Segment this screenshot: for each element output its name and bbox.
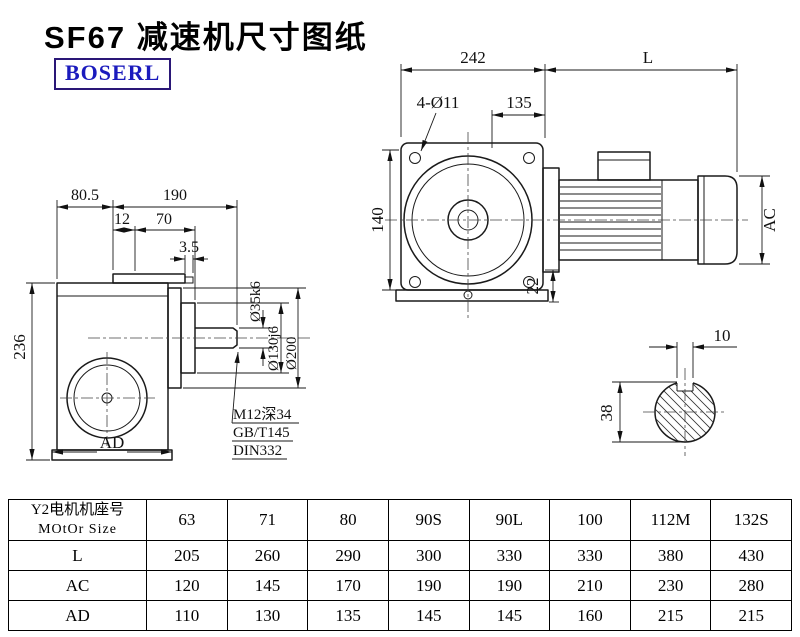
dim-140-label: 140 [368, 207, 387, 233]
value-cell: 380 [629, 540, 712, 571]
motor-size-cell: 112M [629, 499, 712, 541]
dim-22-label: 22 [523, 278, 542, 295]
motor-size-cell: 100 [549, 499, 631, 541]
value-cell: 330 [549, 540, 631, 571]
dim-AD-label: AD [100, 433, 125, 452]
value-cell: 205 [146, 540, 228, 571]
dim-3-5-label: 3.5 [179, 239, 199, 256]
value-cell: 260 [226, 540, 309, 571]
row-label-L: L [8, 540, 147, 571]
boserl-logo-text: BOSERL [65, 60, 161, 85]
value-cell: 160 [549, 600, 631, 631]
dim-242-label: 242 [460, 48, 486, 67]
table-row-L: L 205 260 290 300 330 330 380 430 [8, 540, 792, 571]
table-header-motor-size: Y2电机机座号 MOtOr Size [8, 499, 147, 541]
dim-236-label: 236 [10, 334, 29, 360]
dim-10-label: 10 [714, 326, 731, 345]
value-cell: 190 [387, 570, 470, 601]
motor-size-cell: 63 [146, 499, 228, 541]
page-title: SF67 减速机尺寸图纸 [44, 20, 368, 55]
dim-190-label: 190 [163, 187, 187, 204]
dim-12-label: 12 [114, 211, 130, 228]
dim-38-label: 38 [597, 405, 616, 422]
value-cell: 145 [226, 570, 309, 601]
dim-L-label: L [643, 48, 653, 67]
value-cell: 280 [710, 570, 792, 601]
value-cell: 215 [710, 600, 792, 631]
dimension-drawing: 242 L 135 4-Ø11 140 AC 22 [10, 48, 779, 461]
motor-size-cell: 90L [468, 499, 551, 541]
value-cell: 135 [307, 600, 389, 631]
dim-bolt-holes-label: 4-Ø11 [417, 93, 460, 112]
note-din-label: DIN332 [233, 443, 282, 459]
table-row-AD: AD 110 130 135 145 145 160 215 215 [8, 600, 792, 631]
dim-135-label: 135 [506, 93, 532, 112]
value-cell: 210 [549, 570, 631, 601]
dim-AC-label: AC [760, 208, 779, 232]
value-cell: 110 [146, 600, 228, 631]
boserl-logo: BOSERL [54, 58, 172, 91]
dim-70-label: 70 [156, 211, 172, 228]
front-view: 242 L 135 4-Ø11 140 AC 22 [368, 48, 779, 318]
motor-size-cell: 132S [710, 499, 792, 541]
value-cell: 300 [387, 540, 470, 571]
table-row-motor-sizes: Y2电机机座号 MOtOr Size 63 71 80 90S 90L 100 … [8, 499, 792, 541]
row-label-AC: AC [8, 570, 147, 601]
note-m12-label: M12深34 [233, 406, 292, 423]
shaft-end-view: 10 38 [597, 326, 737, 456]
dim-flange-dia-label: Ø200 [284, 337, 300, 370]
table-header-en: MOtOr Size [38, 521, 117, 537]
table-header-cn: Y2电机机座号 [30, 502, 125, 519]
value-cell: 145 [468, 600, 551, 631]
dim-shaft-dia-label: Ø35k6 [248, 281, 264, 322]
side-view: 80.5 190 12 70 3.5 236 AD Ø35k6 Ø130j6 [10, 187, 310, 461]
motor-size-cell: 80 [307, 499, 389, 541]
motor-size-cell: 90S [387, 499, 470, 541]
value-cell: 330 [468, 540, 551, 571]
value-cell: 230 [629, 570, 712, 601]
value-cell: 170 [307, 570, 389, 601]
value-cell: 290 [307, 540, 389, 571]
value-cell: 120 [146, 570, 228, 601]
value-cell: 190 [468, 570, 551, 601]
note-gb-label: GB/T145 [233, 425, 290, 441]
row-label-AD: AD [8, 600, 147, 631]
value-cell: 430 [710, 540, 792, 571]
dim-80-5-label: 80.5 [71, 187, 99, 204]
value-cell: 215 [629, 600, 712, 631]
table-row-AC: AC 120 145 170 190 190 210 230 280 [8, 570, 792, 601]
value-cell: 145 [387, 600, 470, 631]
motor-size-cell: 71 [226, 499, 309, 541]
spec-table: Y2电机机座号 MOtOr Size 63 71 80 90S 90L 100 … [8, 499, 792, 631]
value-cell: 130 [226, 600, 309, 631]
dim-spigot-dia-label: Ø130j6 [266, 326, 282, 372]
